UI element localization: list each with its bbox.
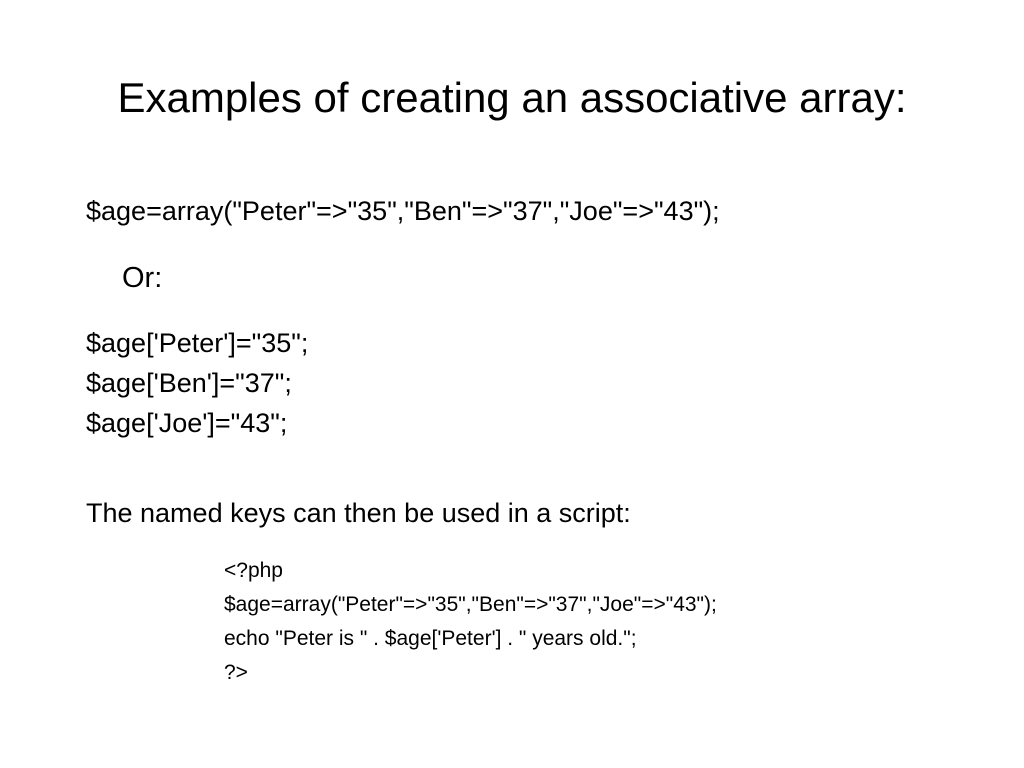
script-line-array: $age=array("Peter"=>"35","Ben"=>"37","Jo… [224,593,717,616]
example-array-literal: $age=array("Peter"=>"35","Ben"=>"37","Jo… [86,196,720,226]
example-assignment-line-1: $age['Peter']="35"; [86,328,309,358]
script-intro-text: The named keys can then be used in a scr… [86,498,631,528]
script-line-php-close: ?> [224,661,248,684]
example-assignment-line-3: $age['Joe']="43"; [86,408,288,438]
example-assignment-line-2: $age['Ben']="37"; [86,368,292,398]
or-label: Or: [122,262,163,294]
script-line-echo: echo "Peter is " . $age['Peter'] . " yea… [224,627,637,650]
script-line-php-open: <?php [224,559,283,582]
slide-title: Examples of creating an associative arra… [117,74,907,121]
